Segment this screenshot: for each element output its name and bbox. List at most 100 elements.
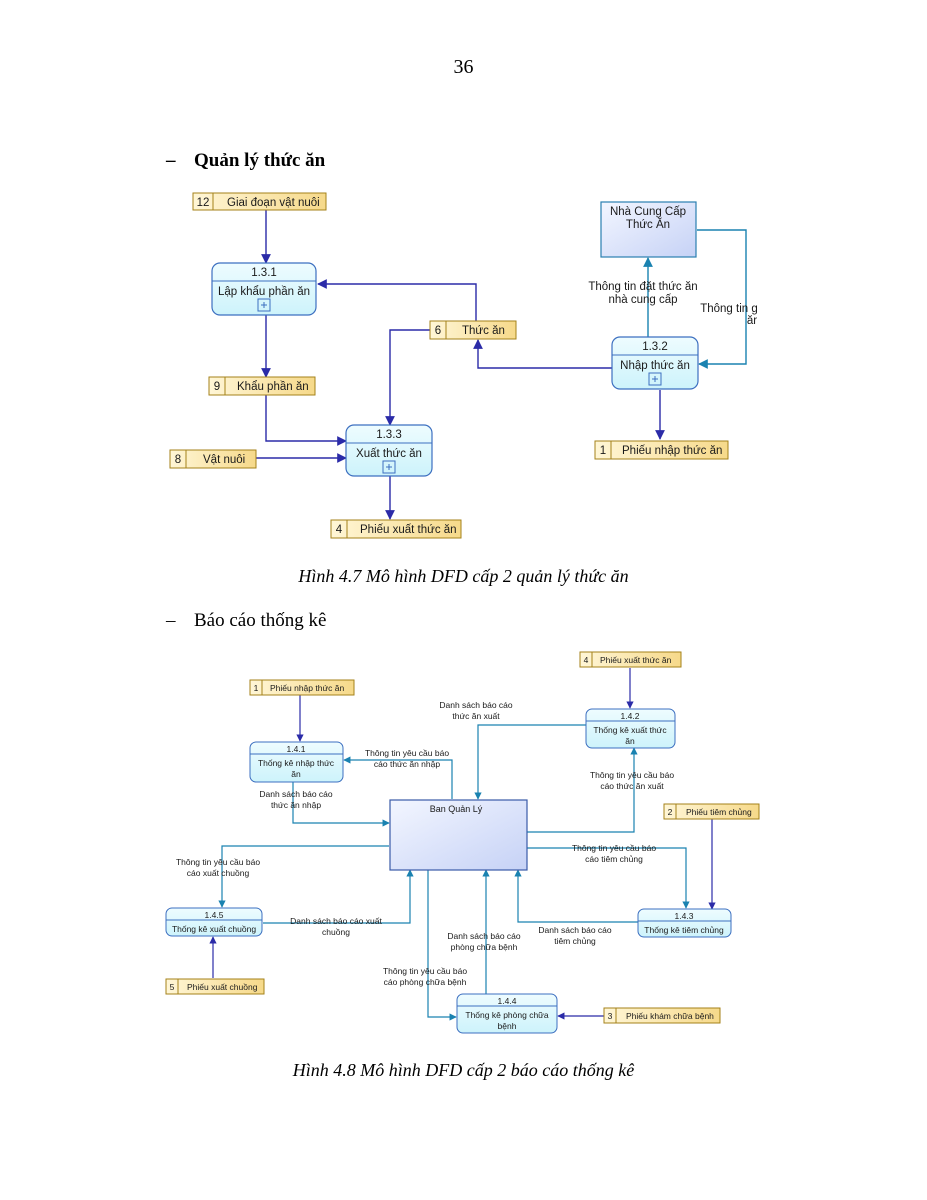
flow-label: Thông tin yêu cầu báo <box>176 857 260 867</box>
flow-label: cáo tiêm chủng <box>585 854 643 864</box>
svg-text:Phiếu nhập thức ăn: Phiếu nhập thức ăn <box>622 445 722 457</box>
store-livestock: 8 Vật nuôi <box>169 449 257 469</box>
svg-text:Thức ăn: Thức ăn <box>462 325 505 337</box>
flow-food-to-1-3-3 <box>385 329 430 426</box>
store-export-slip: 4 Phiếu xuất thức ăn <box>330 519 462 539</box>
process-1-3-1: 1.3.1 Lập khẩu phần ăn <box>211 262 317 316</box>
figure-caption-4-7: Hình 4.7 Mô hình DFD cấp 2 quản lý thức … <box>298 566 629 586</box>
svg-text:Khẩu phần ăn: Khẩu phần ăn <box>237 381 309 393</box>
svg-text:4: 4 <box>584 655 589 665</box>
process-1-4-3: 1.4.3 Thống kê tiêm chủng <box>637 908 732 938</box>
figure-4-7: Thông tin đặt thức ăn nhà cung cấp Thông… <box>169 192 758 539</box>
flow-tt-xuat <box>527 747 638 833</box>
svg-text:4: 4 <box>336 524 343 536</box>
svg-text:Phiếu khám chữa bệnh: Phiếu khám chữa bệnh <box>626 1011 714 1021</box>
flow-label: Danh sách báo cáo <box>259 789 333 799</box>
svg-text:Nhập thức ăn: Nhập thức ăn <box>620 360 690 372</box>
svg-text:Thống kê nhập thức: Thống kê nhập thức <box>258 758 335 768</box>
svg-text:ăn: ăn <box>291 769 301 779</box>
process-1-4-5: 1.4.5 Thống kê xuất chuồng <box>165 907 263 937</box>
store-import-slip-2: 1 Phiếu nhập thức ăn <box>249 679 355 696</box>
expand-icon <box>257 298 271 312</box>
svg-text:1: 1 <box>600 445 606 457</box>
flow-supplier-info <box>697 229 747 369</box>
svg-text:Thống kê xuất thức: Thống kê xuất thức <box>593 725 667 735</box>
svg-text:1.3.3: 1.3.3 <box>376 429 402 441</box>
flow-label: Danh sách báo cáo <box>439 700 513 710</box>
svg-text:1.3.2: 1.3.2 <box>642 341 668 353</box>
flow-label-supplier-2: ăr <box>747 315 757 327</box>
flow-label: cáo xuất chuồng <box>187 868 250 878</box>
flow-label: cáo thức ăn xuất <box>600 781 664 791</box>
store-export-slip-2: 4 Phiếu xuất thức ăn <box>579 651 682 668</box>
store-import-slip: 1 Phiếu nhập thức ăn <box>594 440 729 460</box>
svg-text:Phiếu nhập thức ăn: Phiếu nhập thức ăn <box>270 683 344 693</box>
svg-text:8: 8 <box>175 454 181 466</box>
svg-text:Vật nuôi: Vật nuôi <box>203 454 245 466</box>
svg-text:2: 2 <box>668 807 673 817</box>
entity-management-board: Ban Quản Lý <box>389 799 528 871</box>
flow-label: Thông tin yêu cầu báo <box>383 966 467 976</box>
svg-text:1.4.4: 1.4.4 <box>498 996 517 1006</box>
flow-ds-tiem <box>514 869 638 923</box>
flow-label: Danh sách báo cáo <box>538 925 612 935</box>
svg-text:12: 12 <box>197 197 210 209</box>
svg-text:Thống kê tiêm chủng: Thống kê tiêm chủng <box>644 925 724 935</box>
svg-text:Phiếu xuất thức ăn: Phiếu xuất thức ăn <box>360 524 457 536</box>
svg-text:Thống kê xuất chuồng: Thống kê xuất chuồng <box>172 924 256 934</box>
svg-text:bệnh: bệnh <box>498 1021 517 1031</box>
process-1-4-1: 1.4.1 Thống kê nhập thức ăn <box>249 741 344 783</box>
process-1-3-2: 1.3.2 Nhập thức ăn <box>611 336 699 390</box>
store-vaccination-slip: 2 Phiếu tiêm chủng <box>663 803 760 820</box>
flow-label: Danh sách báo cáo <box>447 931 521 941</box>
figure-4-8: Danh sách báo cáo thức ăn xuất Thông tin… <box>165 651 760 1034</box>
flow-label: chuồng <box>322 927 350 937</box>
flow-label: cáo phòng chữa bệnh <box>384 977 467 987</box>
svg-text:ăn: ăn <box>625 736 635 746</box>
flow-tt-tiem <box>527 847 690 909</box>
flow-label: thức ăn nhập <box>271 800 321 810</box>
expand-icon <box>648 372 662 386</box>
flow-label: thức ăn xuất <box>452 711 500 721</box>
store-barn-out-slip: 5 Phiếu xuất chuồng <box>165 978 265 995</box>
flow-label: Thông tin yêu cầu báo <box>590 770 674 780</box>
svg-text:1.4.3: 1.4.3 <box>675 911 694 921</box>
flow-tt-nhap <box>343 756 453 799</box>
svg-text:Ban Quản Lý: Ban Quản Lý <box>430 804 483 814</box>
flow-1-3-2-to-food <box>473 339 612 369</box>
svg-text:5: 5 <box>170 982 175 992</box>
process-1-3-3: 1.3.3 Xuất thức ăn <box>345 424 433 477</box>
section-heading-report: –Báo cáo thống kê <box>166 610 327 631</box>
flow-tt-chuong <box>218 845 389 908</box>
svg-text:3: 3 <box>608 1011 613 1021</box>
flow-label: cáo thức ăn nhập <box>374 759 440 769</box>
flow-label: Thông tin yêu cầu báo <box>365 748 449 758</box>
svg-text:1.4.1: 1.4.1 <box>287 744 306 754</box>
flow-label-order-2: nhà cung cấp <box>608 294 677 306</box>
store-portion: 9 Khẩu phần ăn <box>208 376 316 396</box>
svg-text:Thống kê phòng chữa: Thống kê phòng chữa <box>465 1010 548 1020</box>
store-stage: 12 Giai đoạn vật nuôi <box>192 192 327 211</box>
page-number: 36 <box>453 56 474 78</box>
flow-ds-xuat <box>474 724 586 800</box>
flow-label: Thông tin yêu cầu báo <box>572 843 656 853</box>
flow-label-supplier-1: Thông tin g <box>700 303 758 315</box>
flow-ds-chuong <box>263 869 414 924</box>
svg-text:6: 6 <box>435 325 441 337</box>
flow-label: tiêm chủng <box>554 936 596 946</box>
flow-ds-nhap <box>292 782 390 827</box>
svg-text:Nhà Cung Cấp: Nhà Cung Cấp <box>610 206 686 218</box>
svg-text:1: 1 <box>254 683 259 693</box>
store-food: 6 Thức ăn <box>429 320 517 340</box>
store-treatment-slip: 3 Phiếu khám chữa bệnh <box>603 1007 721 1024</box>
process-1-4-2: 1.4.2 Thống kê xuất thức ăn <box>585 708 676 749</box>
flow-label: Danh sách báo cáo xuất <box>290 916 382 926</box>
process-1-4-4: 1.4.4 Thống kê phòng chữa bệnh <box>456 993 558 1034</box>
svg-text:Phiếu tiêm chủng: Phiếu tiêm chủng <box>686 807 752 817</box>
svg-text:Giai đoạn vật nuôi: Giai đoạn vật nuôi <box>227 197 320 209</box>
svg-text:9: 9 <box>214 381 220 393</box>
flow-food-to-1-3-1 <box>317 279 477 321</box>
svg-text:Xuất thức ăn: Xuất thức ăn <box>356 448 422 460</box>
